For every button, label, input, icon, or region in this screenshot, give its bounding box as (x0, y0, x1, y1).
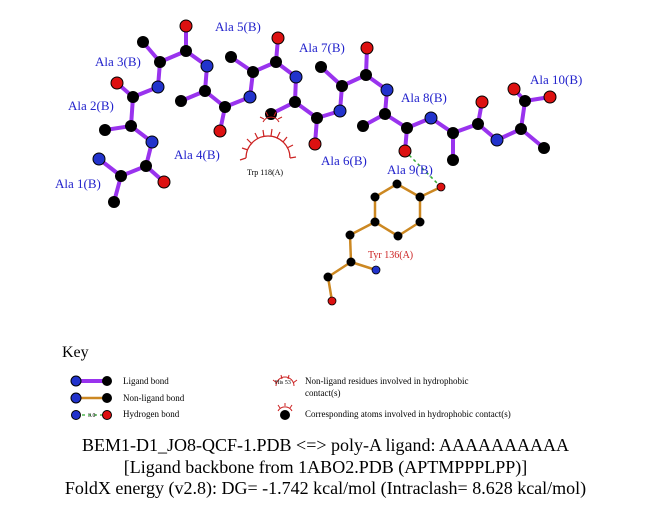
carbon-atom (336, 80, 348, 92)
hydrophobic-arc-trp118 (239, 128, 297, 161)
carbon-atom (415, 217, 425, 227)
residue-label-ala6: Ala 6(B) (321, 153, 367, 168)
trp118-label: Trp 118(A) (247, 168, 283, 177)
carbon-atom (289, 96, 301, 108)
footer-line-1: BEM1-D1_JO8-QCF-1.PDB <=> poly-A ligand:… (82, 435, 569, 455)
nitrogen-atom (333, 104, 347, 118)
residue-label-ala7: Ala 7(B) (299, 40, 345, 55)
carbon-atom (472, 118, 484, 130)
carbon-atom (401, 122, 413, 134)
carbon-atom (199, 85, 211, 97)
carbon-atom (311, 112, 323, 124)
oxygen-atom (398, 144, 412, 158)
oxygen-atom (213, 124, 227, 138)
oxygen-atom (157, 175, 171, 189)
key-hydrogen-bond: 3.0 Hydrogen bond (71, 409, 180, 420)
carbon-atom (219, 101, 231, 113)
residue-label-ala8: Ala 8(B) (401, 90, 447, 105)
key-hbond-length: 3.0 (88, 413, 96, 419)
carbon-atom (265, 108, 277, 120)
residue-label-ala1: Ala 1(B) (55, 176, 101, 191)
hydrophobic-atom-contact (259, 111, 283, 123)
nitrogen-atom (200, 59, 214, 73)
carbon-atom (345, 230, 355, 240)
nonligand-bonds (326, 182, 443, 303)
nitrogen-atom (145, 135, 159, 149)
carbon-atom (515, 123, 527, 135)
carbon-atom (154, 56, 166, 68)
carbon-atom (180, 45, 192, 57)
carbon-atom (447, 154, 459, 166)
nitrogen-atom (151, 80, 165, 94)
key-ligand-bond-label: Ligand bond (123, 376, 169, 386)
key-hydrophobic-residue-label-2: contact(s) (305, 388, 340, 398)
carbon-atom (370, 192, 380, 202)
carbon-atom (225, 51, 237, 63)
footer-line-3: FoldX energy (v2.8): DG= -1.742 kcal/mol… (64, 478, 587, 498)
nonligand-atoms (323, 179, 446, 306)
key-hydrophobic-residue: His 53 Non-ligand residues involved in h… (272, 374, 468, 398)
key-nonligand-bond-label: Non-ligand bond (123, 393, 185, 403)
oxygen-atom (327, 296, 337, 306)
residue-label-ala5: Ala 5(B) (215, 19, 261, 34)
carbon-atom (125, 120, 137, 132)
carbon-atom (247, 66, 259, 78)
oxygen-atom (507, 82, 521, 96)
footer-line-2: [Ligand backbone from 1ABO2.PDB (APTMPPP… (123, 457, 528, 477)
nitrogen-atom (371, 265, 381, 275)
residue-label-ala3: Ala 3(B) (95, 54, 141, 69)
carbon-atom (519, 95, 531, 107)
carbon-atom (392, 179, 402, 189)
nitrogen-atom (243, 90, 257, 104)
carbon-atom (99, 124, 111, 136)
oxygen-atom (110, 76, 124, 90)
residue-label-ala9: Ala 9(B) (387, 162, 433, 177)
key-title: Key (62, 344, 89, 361)
key-hydrophobic-residue-example: His 53 (275, 380, 291, 386)
oxygen-atom (475, 95, 489, 109)
nitrogen-atom (289, 70, 303, 84)
carbon-atom (175, 95, 187, 107)
carbon-atom (415, 192, 425, 202)
carbon-atom (315, 61, 327, 73)
hydrogen-bond (404, 150, 442, 188)
carbon-atom (538, 142, 550, 154)
key-ligand-bond: Ligand bond (70, 375, 169, 387)
residue-label-tyr136: Tyr 136(A) (368, 250, 413, 261)
oxygen-atom (308, 137, 322, 151)
key-nonligand-bond: Non-ligand bond (70, 392, 185, 404)
carbon-atom (357, 120, 369, 132)
key-hydrophobic-residue-label-1: Non-ligand residues involved in hydropho… (305, 376, 468, 386)
oxygen-atom (436, 182, 446, 192)
carbon-atom (127, 91, 139, 103)
residue-label-ala10: Ala 10(B) (530, 72, 582, 87)
nitrogen-atom (424, 111, 438, 125)
residue-label-ala4: Ala 4(B) (174, 147, 220, 162)
carbon-atom (379, 108, 391, 120)
carbon-atom (447, 127, 459, 139)
oxygen-atom (360, 41, 374, 55)
carbon-atom (270, 56, 282, 68)
carbon-atom (108, 196, 120, 208)
carbon-atom (370, 217, 380, 227)
ligand-atoms (92, 19, 557, 208)
nitrogen-atom (92, 152, 106, 166)
carbon-atom (323, 272, 333, 282)
carbon-atom (140, 160, 152, 172)
oxygen-atom (271, 31, 285, 45)
nitrogen-atom (380, 83, 394, 97)
carbon-atom (360, 69, 372, 81)
carbon-atom (137, 36, 149, 48)
oxygen-atom (179, 19, 193, 33)
carbon-atom (346, 257, 356, 267)
oxygen-atom (543, 90, 557, 104)
residue-label-ala2: Ala 2(B) (68, 98, 114, 113)
key-hydrophobic-atom-label: Corresponding atoms involved in hydropho… (305, 409, 511, 419)
carbon-atom (393, 231, 403, 241)
nitrogen-atom (490, 133, 504, 147)
carbon-atom (115, 170, 127, 182)
key-hydrophobic-atom: Corresponding atoms involved in hydropho… (277, 403, 511, 420)
key-hydrogen-bond-label: Hydrogen bond (123, 409, 180, 419)
